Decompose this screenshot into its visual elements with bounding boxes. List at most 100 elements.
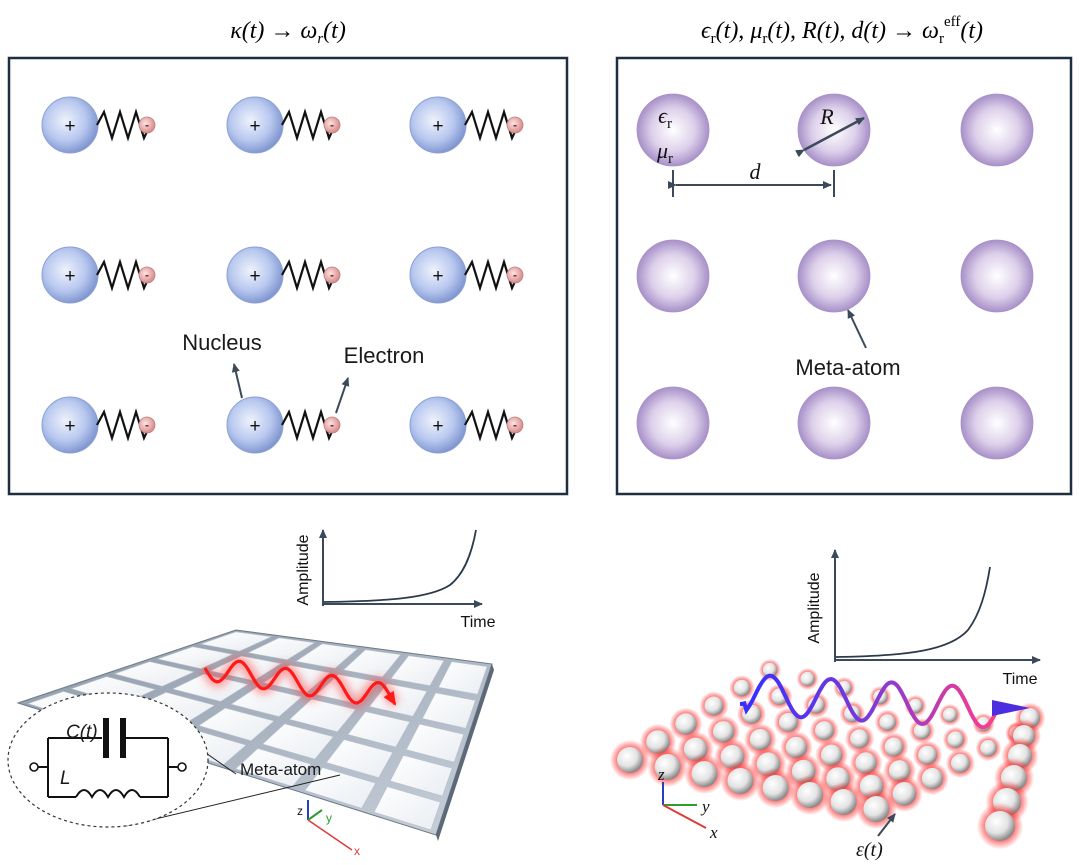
atom-6: +- <box>409 246 524 304</box>
circuit-inset <box>7 692 209 828</box>
sphere-core <box>950 753 970 773</box>
br-coordinate-axes: z y x <box>657 765 718 842</box>
meta-atom-cell-19 <box>156 646 234 670</box>
lattice-sphere-1 <box>758 658 782 682</box>
br-y-label: y <box>700 797 710 816</box>
nucleus-arrow <box>231 363 243 399</box>
capacitor-label: C(t) <box>66 722 98 743</box>
lattice-sphere-42 <box>647 746 688 788</box>
terminal-left <box>29 762 39 772</box>
lattice-sphere-9 <box>729 675 755 701</box>
sphere-core <box>985 811 1015 841</box>
electron-charge: - <box>145 118 149 132</box>
br-z-label: z <box>657 765 665 784</box>
nucleus-charge: + <box>64 116 75 137</box>
br-ylabel: Amplitude <box>806 572 823 643</box>
meta-atom-sphere-6 <box>960 239 1034 313</box>
sphere-core <box>733 679 751 697</box>
lattice-sphere-48 <box>856 788 897 830</box>
lc-circuit <box>38 737 178 800</box>
lattice-sphere-6 <box>938 703 962 727</box>
nucleus-charge: + <box>64 266 75 287</box>
sphere-core <box>785 736 808 759</box>
atom-8: +- <box>226 396 341 454</box>
eps-t-label: ε(t) <box>856 839 883 861</box>
radius-arrow <box>795 116 865 158</box>
atom-3: +- <box>409 96 524 154</box>
atom-1: +- <box>41 96 156 154</box>
lattice-sphere-44 <box>720 760 761 802</box>
sphere-core <box>691 761 718 787</box>
electron <box>323 266 341 284</box>
nucleus-charge: + <box>249 116 260 137</box>
lattice-sphere-2 <box>796 667 819 691</box>
meta-atom-sphere-3 <box>960 93 1034 167</box>
meta-atom-arrow <box>847 309 867 349</box>
helical-wave-arrowhead <box>992 700 1030 716</box>
electron <box>138 266 156 284</box>
inset-leader-bottom <box>125 774 341 827</box>
sphere-core <box>913 722 931 740</box>
sphere-core <box>830 789 857 815</box>
lattice-sphere-43 <box>684 753 725 795</box>
lattice-sphere-16 <box>975 735 1002 762</box>
radius-label: R <box>819 104 834 129</box>
meta-atom-cell-9 <box>198 707 275 742</box>
lattice-sphere-54 <box>976 802 1024 850</box>
sphere-core <box>850 729 870 749</box>
sphere-core <box>814 721 834 741</box>
sphere-core <box>762 662 778 678</box>
meta-atom-cell-14 <box>171 673 249 702</box>
electron <box>506 416 524 434</box>
capacitor-plate-left <box>103 718 109 758</box>
electron <box>506 116 524 134</box>
sphere-core <box>921 767 944 790</box>
electron-charge: - <box>330 418 334 432</box>
sphere-core <box>884 737 904 757</box>
red-wave <box>203 659 397 706</box>
meta-atom-sphere-2 <box>797 93 871 167</box>
meta-atom-cell-30 <box>438 661 488 695</box>
eps-t-arrow <box>877 813 896 837</box>
lattice-sphere-32 <box>915 762 949 796</box>
electron <box>506 266 524 284</box>
sphere-core <box>617 747 643 773</box>
sphere-core <box>980 739 997 757</box>
capacitor-plate-right <box>120 718 126 758</box>
bl-y-axis-line <box>307 809 323 821</box>
meta-atom-cell-16 <box>288 698 357 733</box>
sphere-core <box>863 796 890 822</box>
atom-5: +- <box>226 246 341 304</box>
electron-charge: - <box>330 118 334 132</box>
lattice-sphere-20 <box>809 715 840 746</box>
distance-label: d <box>750 159 762 184</box>
lattice-sphere-45 <box>755 767 796 809</box>
electron-charge: - <box>513 118 517 132</box>
bl-x-label: x <box>354 844 360 858</box>
nucleus-charge: + <box>249 416 260 437</box>
sphere-core <box>820 744 843 766</box>
meta-atom-sphere-1 <box>636 93 710 167</box>
meta-atom-sphere-9 <box>960 386 1034 460</box>
sphere-core <box>797 782 823 808</box>
lattice-sphere-21 <box>844 724 875 754</box>
electron-label: Electron <box>344 343 425 368</box>
sphere-core <box>704 696 724 716</box>
meta-atom-cell-24 <box>421 692 476 729</box>
nucleus-charge: + <box>249 266 260 287</box>
left-panel-title: κ(t) → ωr(t) <box>230 18 346 47</box>
atom-7: +- <box>41 396 156 454</box>
sphere-core <box>675 713 697 735</box>
terminal-right <box>177 762 187 772</box>
sphere-core <box>712 721 735 743</box>
bottom-left-amplitude-plot: Amplitude Time <box>295 529 496 631</box>
meta-atom-grid <box>636 93 1034 460</box>
meta-atom-cell-12 <box>389 754 453 797</box>
right-panel-title: ϵr(t), μr(t), R(t), d(t) → ωreff(t) <box>701 14 983 47</box>
meta-atom-label: Meta-atom <box>795 355 900 380</box>
lattice-sphere-24 <box>945 748 976 779</box>
electron-charge: - <box>513 418 517 432</box>
sheet-edge <box>436 664 494 841</box>
meta-atom-cell-13 <box>113 661 195 687</box>
sphere-core <box>918 745 938 765</box>
